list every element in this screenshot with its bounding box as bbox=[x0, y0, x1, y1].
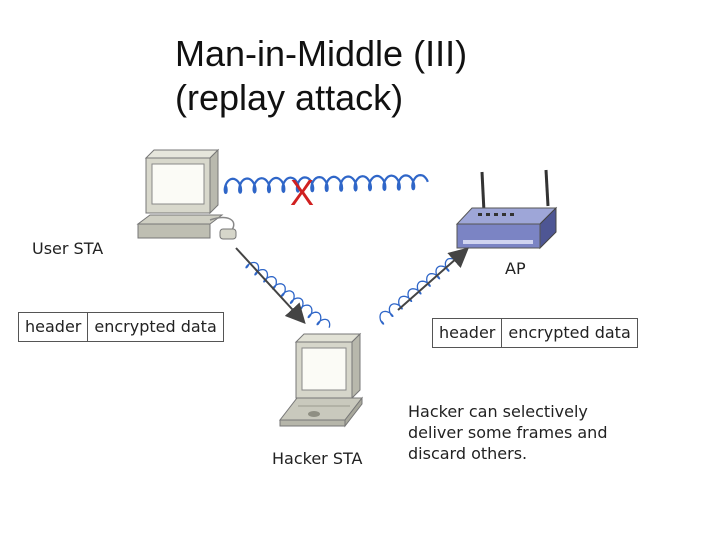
packet-payload-cell: encrypted data bbox=[501, 319, 636, 347]
laptop-icon bbox=[278, 332, 364, 428]
title-line-2: (replay attack) bbox=[175, 77, 404, 118]
packet-frame-right: header encrypted data bbox=[432, 318, 638, 348]
note-line-3: discard others. bbox=[408, 444, 528, 463]
blocked-link-mark: X bbox=[290, 172, 314, 213]
note-line-1: Hacker can selectively bbox=[408, 402, 588, 421]
hacker-to-ap-arrow bbox=[397, 247, 469, 311]
user-to-hacker-arrow bbox=[235, 247, 306, 324]
access-point-icon bbox=[455, 169, 558, 250]
radio-wave-coil bbox=[223, 173, 429, 195]
desktop-computer-icon bbox=[136, 148, 237, 240]
direct-link-wave bbox=[223, 173, 429, 195]
packet-header-cell: header bbox=[439, 323, 496, 342]
packet-payload-cell: encrypted data bbox=[87, 313, 222, 341]
note-line-2: deliver some frames and bbox=[408, 423, 608, 442]
slide-title: Man-in-Middle (III) (replay attack) bbox=[175, 32, 467, 120]
packet-header-cell: header bbox=[25, 317, 82, 336]
explanation-note: Hacker can selectively deliver some fram… bbox=[408, 401, 658, 464]
ap-label: AP bbox=[505, 259, 526, 278]
packet-frame-left: header encrypted data bbox=[18, 312, 224, 342]
hacker-sta-label: Hacker STA bbox=[272, 449, 363, 468]
title-line-1: Man-in-Middle (III) bbox=[175, 33, 468, 74]
user-sta-label: User STA bbox=[32, 239, 104, 258]
